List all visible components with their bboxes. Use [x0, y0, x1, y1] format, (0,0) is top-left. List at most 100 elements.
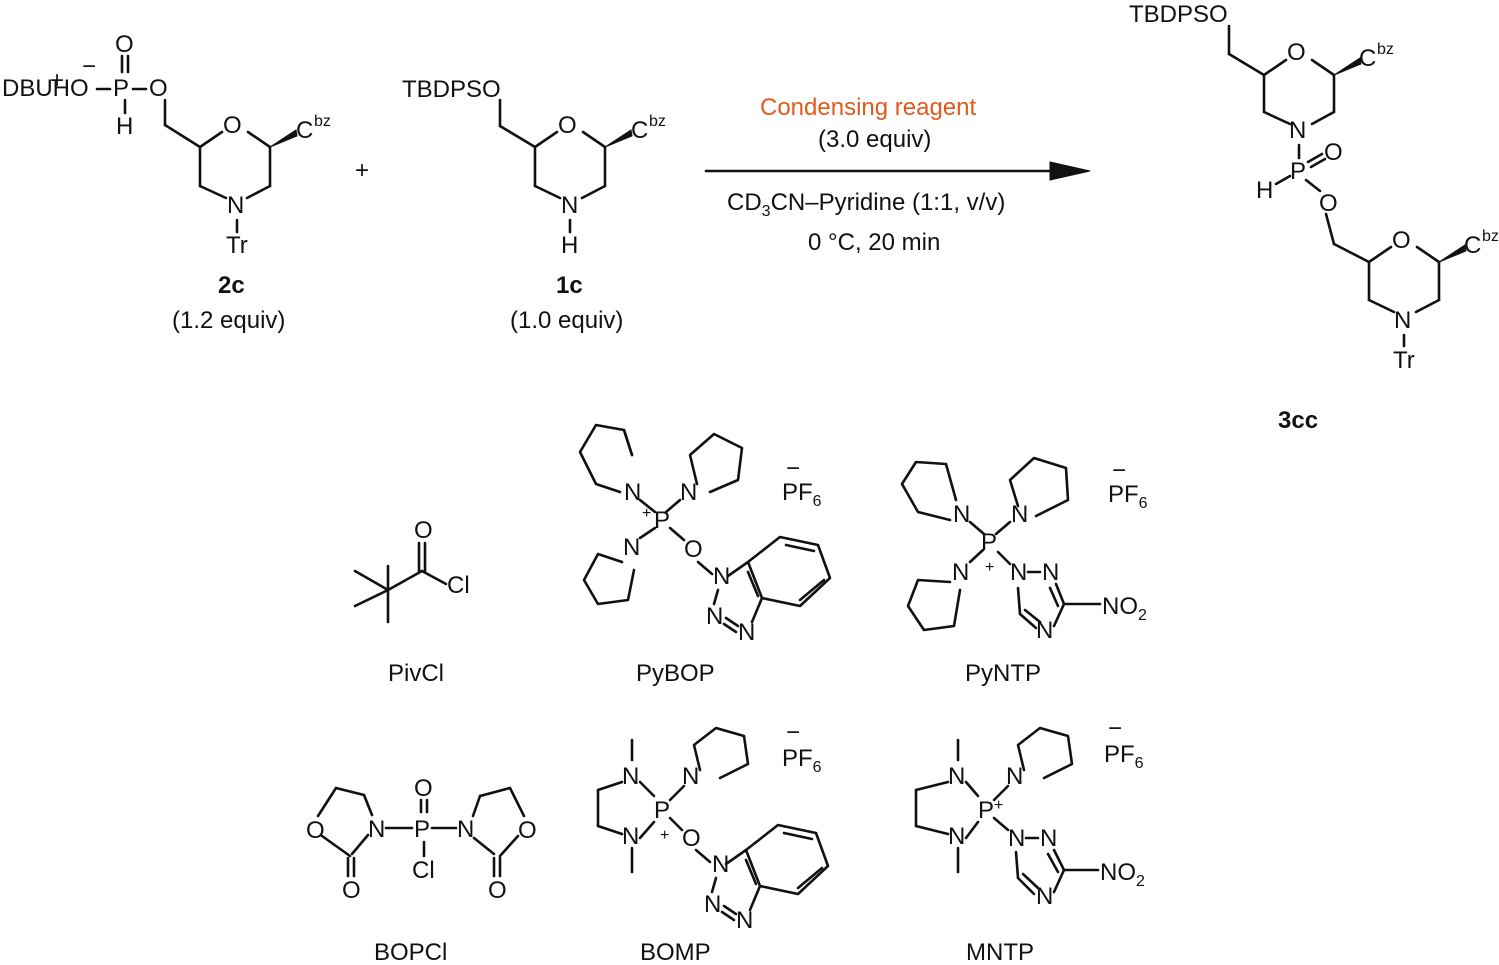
- nitro-group: NO2: [1100, 859, 1145, 890]
- minus-charge: −: [1108, 715, 1122, 742]
- atom-cl: Cl: [412, 857, 435, 884]
- atom-n: N: [368, 816, 385, 843]
- atom-o: O: [306, 817, 325, 844]
- atom-n: N: [457, 816, 474, 843]
- atom-n: N: [1042, 559, 1059, 586]
- pf6-anion: PF6: [1108, 481, 1148, 512]
- plus-charge: +: [660, 827, 669, 844]
- atom-p: P: [981, 529, 997, 556]
- atom-n: N: [738, 619, 755, 646]
- atom-n: N: [948, 763, 965, 790]
- atom-n: N: [623, 534, 640, 561]
- plus-charge: +: [994, 797, 1003, 814]
- atom-bz: bz: [1482, 228, 1499, 245]
- atom-bz: bz: [1377, 41, 1394, 58]
- atom-n: N: [952, 559, 969, 586]
- atom-o: O: [1324, 139, 1343, 166]
- mntp-structure: N N P + N N N N NO2: [914, 726, 1145, 910]
- atom-tr: Tr: [226, 232, 248, 259]
- compound-1c-equiv: (1.0 equiv): [510, 307, 623, 334]
- atom-p: P: [654, 507, 670, 534]
- atom-n: N: [680, 479, 697, 506]
- atom-n: N: [561, 192, 578, 219]
- atom-o: O: [488, 877, 507, 904]
- atom-n: N: [1006, 763, 1023, 790]
- atom-o: O: [223, 112, 242, 139]
- atom-n: N: [713, 563, 730, 590]
- atom-p: P: [654, 797, 670, 824]
- nitro-group: NO2: [1102, 593, 1147, 624]
- solvent-line: CD3CN–Pyridine (1:1, v/v): [727, 189, 1005, 220]
- atom-c: C: [1359, 45, 1376, 72]
- atom-o: O: [682, 825, 701, 852]
- minus-charge: −: [786, 455, 800, 482]
- atom-n: N: [1008, 825, 1025, 852]
- atom-o: O: [518, 817, 537, 844]
- atom-o: O: [1287, 39, 1306, 66]
- atom-o: O: [1392, 227, 1411, 254]
- pivcl-structure: O Cl: [353, 517, 470, 624]
- atom-c: C: [631, 117, 648, 144]
- tbdpso-group: TBDPSO: [1129, 1, 1228, 28]
- plus-charge: +: [50, 67, 64, 94]
- atom-o: O: [558, 112, 577, 139]
- pf6-anion: PF6: [1104, 741, 1144, 772]
- pf6-anion: PF6: [782, 745, 822, 776]
- atom-h: H: [561, 232, 578, 259]
- atom-p: P: [414, 816, 430, 843]
- reaction-conditions: 0 °C, 20 min: [808, 229, 940, 256]
- atom-n: N: [706, 603, 723, 630]
- reagent-mntp-label: MNTP: [966, 939, 1034, 965]
- pybop-structure: N N + P N O N N N: [578, 423, 832, 646]
- plus-charge: +: [642, 505, 651, 522]
- reagent-name: Condensing reagent: [760, 94, 976, 121]
- product-3cc-label: 3cc: [1278, 407, 1318, 434]
- atom-n: N: [736, 907, 753, 934]
- minus-charge: −: [786, 719, 800, 746]
- atom-o: O: [115, 31, 134, 58]
- atom-n: N: [1394, 307, 1411, 334]
- atom-n: N: [704, 891, 721, 918]
- compound-2c-structure: + DBUHO − P O H O O N Tr C bz: [2, 31, 331, 259]
- pf6-anion: PF6: [782, 479, 822, 510]
- product-3cc-structure: TBDPSO O N C bz P O H O O N Tr: [1129, 1, 1499, 374]
- atom-c: C: [296, 117, 313, 144]
- atom-n: N: [1010, 559, 1027, 586]
- atom-o: O: [684, 536, 703, 563]
- atom-p: P: [1290, 158, 1306, 185]
- atom-n: N: [622, 823, 639, 850]
- atom-o: O: [1319, 190, 1338, 217]
- tbdpso-group: TBDPSO: [402, 76, 501, 103]
- reagent-pyntp-label: PyNTP: [965, 660, 1041, 687]
- pyntp-structure: N N P + N N N N NO2: [900, 456, 1147, 644]
- atom-h: H: [116, 113, 133, 140]
- atom-h: H: [1256, 177, 1273, 204]
- atom-o: O: [414, 517, 433, 544]
- compound-1c-label: 1c: [556, 272, 583, 299]
- compound-1c-structure: TBDPSO O N H C bz: [402, 76, 666, 259]
- atom-o: O: [414, 775, 433, 802]
- reagent-pivcl-label: PivCl: [388, 660, 444, 687]
- compound-2c-label: 2c: [218, 272, 245, 299]
- atom-bz: bz: [649, 113, 666, 130]
- atom-cl: Cl: [447, 572, 470, 599]
- atom-o: O: [342, 877, 361, 904]
- atom-p: P: [978, 797, 994, 824]
- atom-n: N: [622, 763, 639, 790]
- atom-n: N: [1036, 883, 1053, 910]
- atom-n: N: [1289, 117, 1306, 144]
- arrow-head: [1049, 161, 1091, 181]
- plus-sign: +: [355, 157, 369, 184]
- reagent-pybop-label: PyBOP: [636, 660, 715, 687]
- bopcl-structure: O N O P O Cl N O O: [306, 775, 537, 904]
- atom-o: O: [149, 75, 168, 102]
- atom-n: N: [948, 823, 965, 850]
- atom-n: N: [1040, 825, 1057, 852]
- atom-n: N: [624, 479, 641, 506]
- atom-n: N: [1011, 501, 1028, 528]
- atom-p: P: [113, 75, 129, 102]
- atom-c: C: [1464, 232, 1481, 259]
- atom-tr: Tr: [1393, 347, 1415, 374]
- dbu-counterion: DBUHO: [2, 75, 89, 102]
- plus-charge: +: [985, 559, 994, 576]
